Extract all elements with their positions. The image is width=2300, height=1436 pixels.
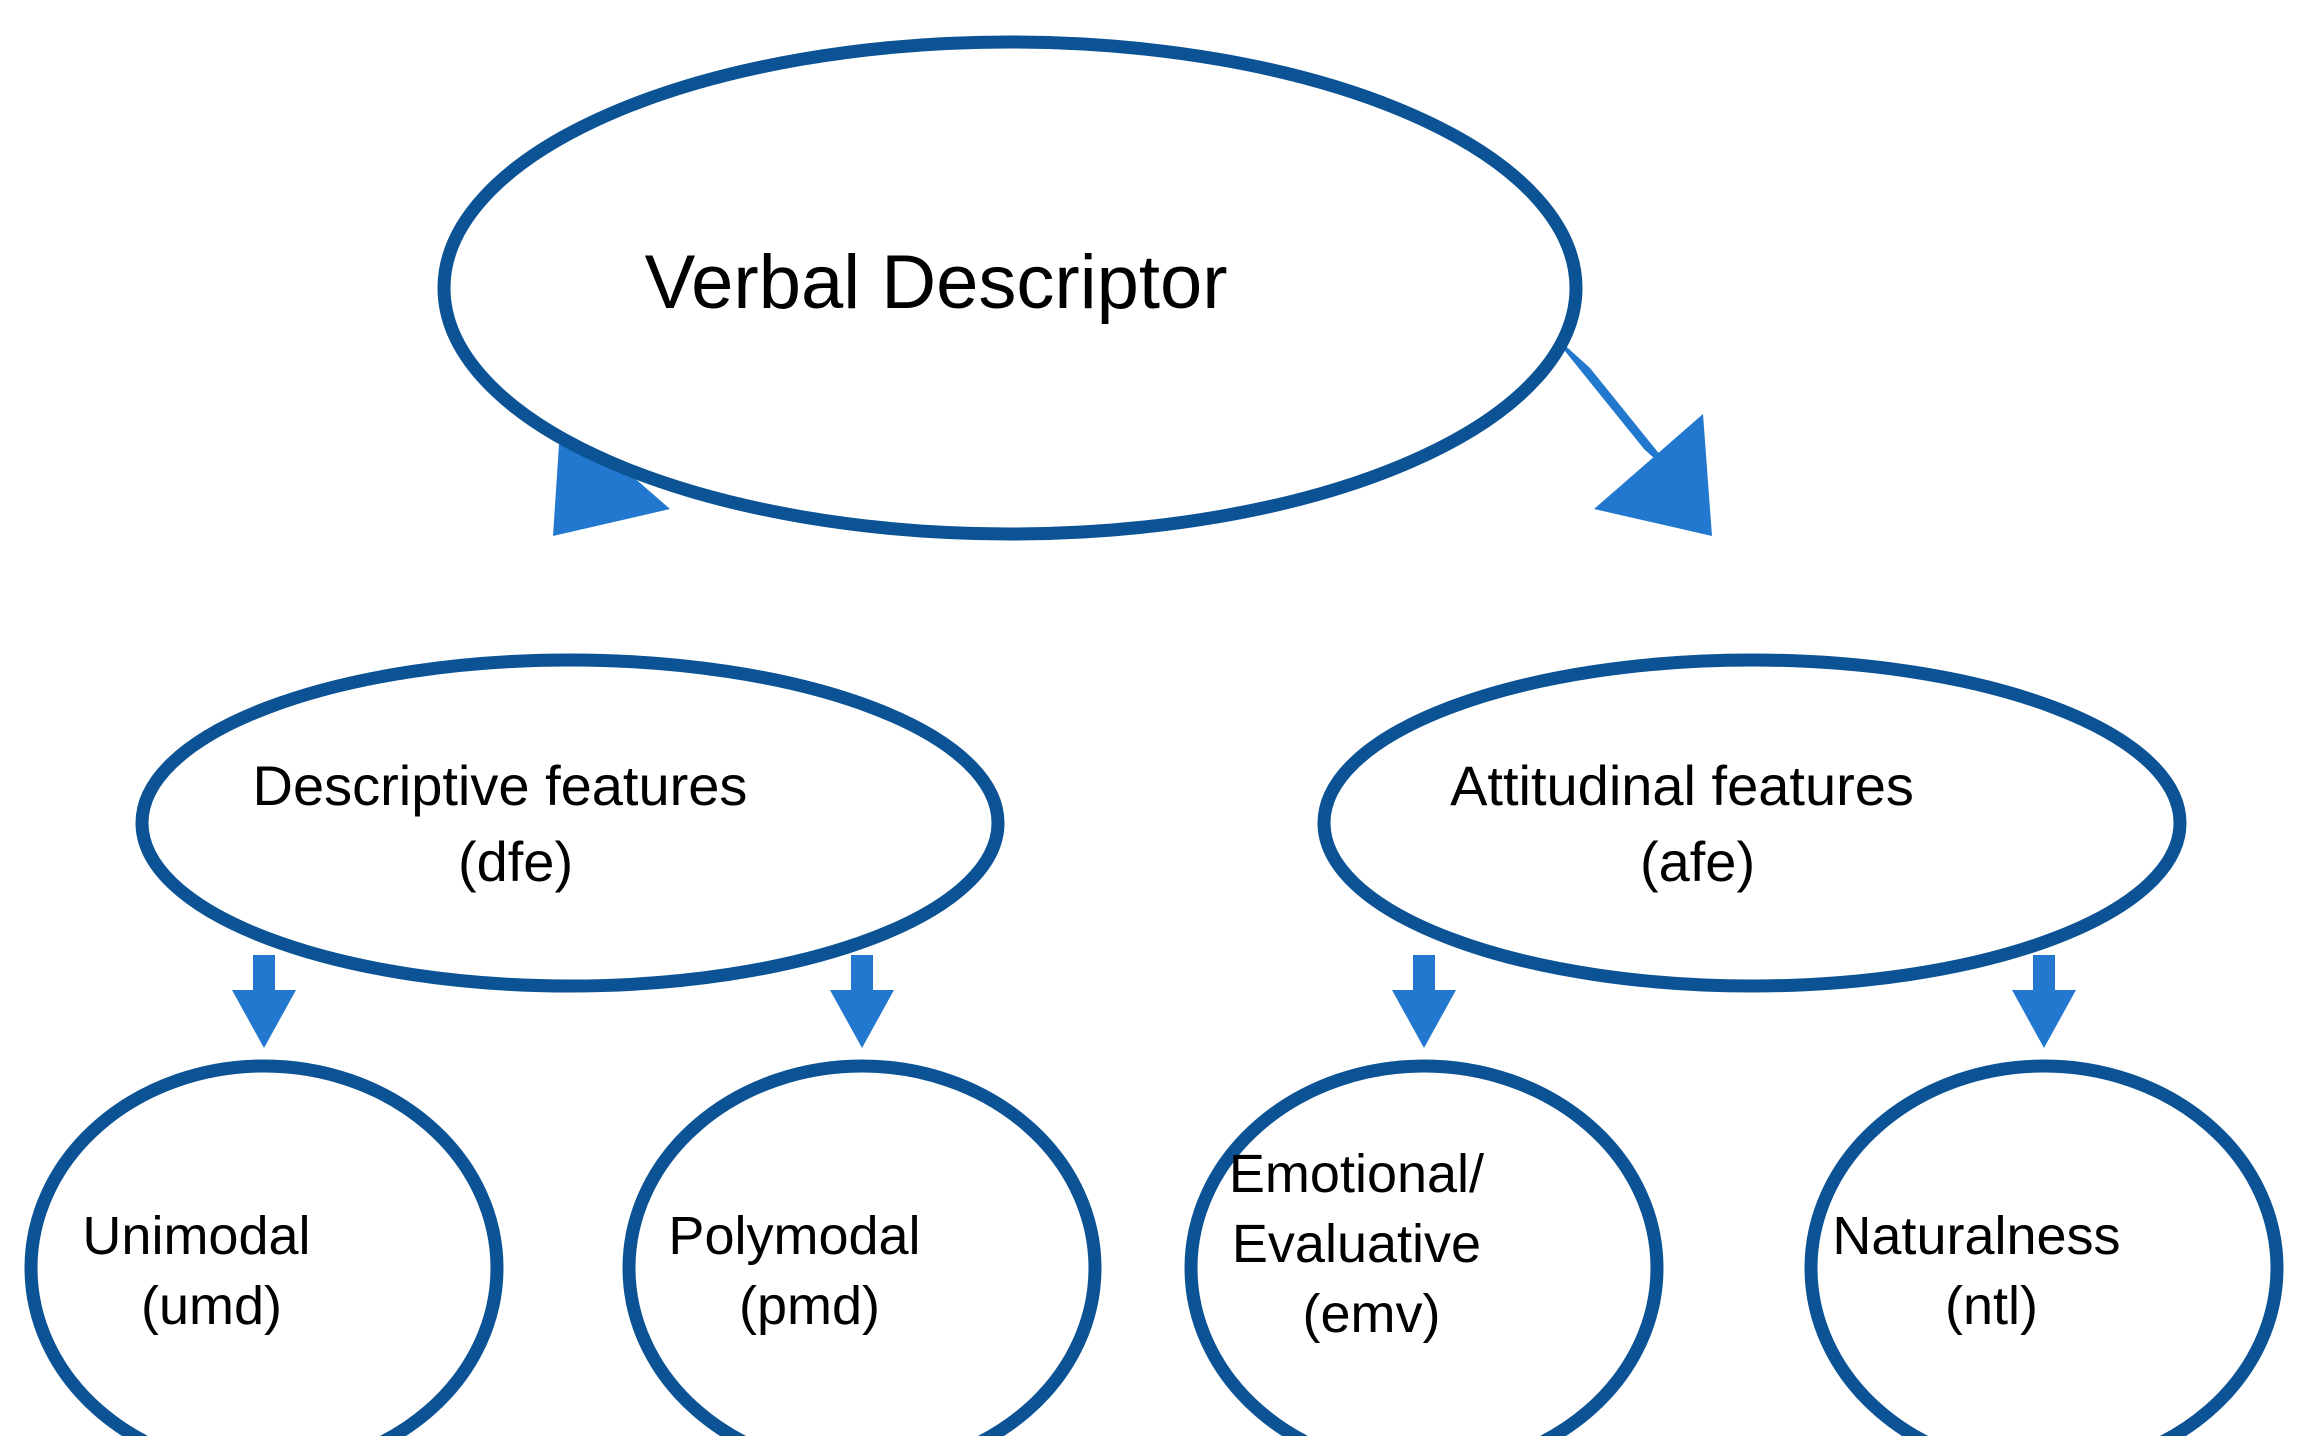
node-unimodal-label: Unimodal (umd) — [82, 1206, 445, 1336]
node-naturalness-label: Naturalness (ntl) — [1832, 1206, 2255, 1336]
node-descriptive-features-ellipse[interactable] — [135, 653, 1005, 993]
node-emotional-evaluative-line-1: Emotional/ — [1229, 1144, 1484, 1204]
node-naturalness-line-1: Naturalness — [1832, 1206, 2120, 1266]
node-verbal-descriptor-line-1: Verbal Descriptor — [645, 240, 1228, 325]
arrow-afe-to-ntl — [2012, 955, 2076, 1048]
node-naturalness-ellipse[interactable] — [1804, 1059, 2284, 1436]
node-attitudinal-features-line-2: (afe) — [1640, 830, 1755, 893]
edge-dfe-to-unimodal — [232, 955, 296, 1048]
node-descriptive-features-line-2: (dfe) — [458, 830, 573, 893]
node-attitudinal-features-label: Attitudinal features (afe) — [1450, 754, 2054, 893]
node-descriptive-features[interactable]: Descriptive features (dfe) — [135, 653, 1005, 993]
node-polymodal-label: Polymodal (pmd) — [668, 1206, 1055, 1336]
arrow-root-to-afe-head — [1594, 414, 1712, 536]
edge-afe-to-naturalness — [2012, 955, 2076, 1048]
arrow-dfe-to-umd — [232, 955, 296, 1048]
node-unimodal-ellipse[interactable] — [24, 1059, 504, 1436]
node-emotional-evaluative-line-2: Evaluative — [1232, 1214, 1481, 1274]
edge-afe-to-emotional-evaluative — [1392, 955, 1456, 1048]
node-descriptive-features-label: Descriptive features (dfe) — [253, 754, 888, 893]
node-naturalness-line-2: (ntl) — [1945, 1276, 2038, 1336]
arrow-afe-to-emv — [1392, 955, 1456, 1048]
node-descriptive-features-line-1: Descriptive features — [253, 754, 748, 817]
node-verbal-descriptor[interactable]: Verbal Descriptor — [437, 35, 1583, 541]
node-unimodal-line-2: (umd) — [141, 1276, 282, 1336]
node-naturalness[interactable]: Naturalness (ntl) — [1804, 1059, 2284, 1436]
node-emotional-evaluative-ellipse[interactable] — [1184, 1059, 1664, 1436]
node-unimodal-line-1: Unimodal — [82, 1206, 310, 1266]
node-verbal-descriptor-label: Verbal Descriptor — [645, 240, 1376, 325]
arrow-dfe-to-pmd — [830, 955, 894, 1048]
node-polymodal-line-2: (pmd) — [739, 1276, 880, 1336]
arrow-root-to-afe-shaft — [1548, 330, 1686, 487]
node-unimodal[interactable]: Unimodal (umd) — [24, 1059, 504, 1436]
node-emotional-evaluative[interactable]: Emotional/ Evaluative (emv) — [1184, 1059, 1664, 1436]
edge-root-to-attitudinal-features — [1548, 330, 1712, 536]
node-polymodal-ellipse[interactable] — [622, 1059, 1102, 1436]
node-polymodal[interactable]: Polymodal (pmd) — [622, 1059, 1102, 1436]
node-verbal-descriptor-ellipse[interactable] — [437, 35, 1583, 541]
edge-dfe-to-polymodal — [830, 955, 894, 1048]
node-emotional-evaluative-line-3: (emv) — [1302, 1284, 1440, 1344]
node-emotional-evaluative-label: Emotional/ Evaluative (emv) — [1229, 1144, 1619, 1344]
node-attitudinal-features-line-1: Attitudinal features — [1450, 754, 1914, 817]
node-attitudinal-features[interactable]: Attitudinal features (afe) — [1317, 653, 2187, 993]
node-polymodal-line-1: Polymodal — [668, 1206, 920, 1266]
node-attitudinal-features-ellipse[interactable] — [1317, 653, 2187, 993]
